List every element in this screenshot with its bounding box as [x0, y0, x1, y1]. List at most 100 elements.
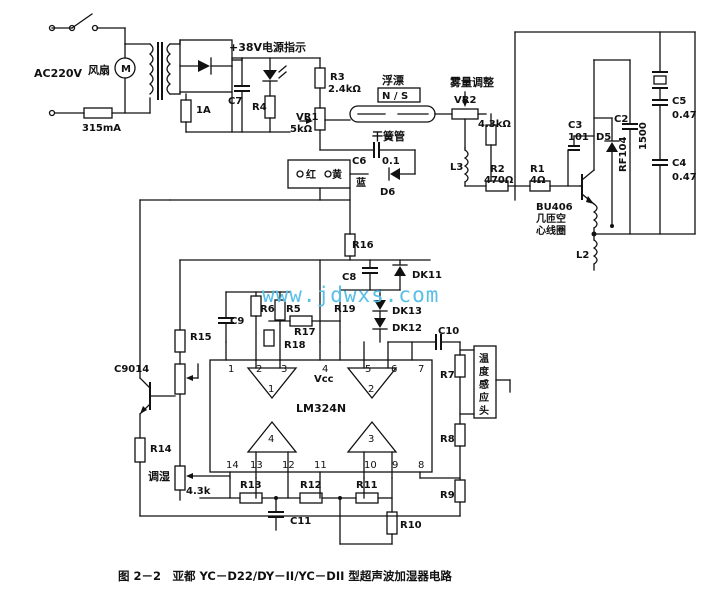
resistor-r14: [134, 437, 146, 463]
humidity-pot-value: 4.3k: [186, 486, 211, 497]
r1-value: 4Ω: [530, 175, 546, 186]
r17-label: R17: [294, 327, 316, 338]
resistor-r18: [263, 329, 275, 347]
r13-label: R13: [240, 480, 262, 491]
inductor-l3: [463, 149, 469, 183]
potentiometer-vr1: [299, 107, 351, 151]
magnet-ns-label: N / S: [382, 91, 408, 102]
humidity-adjust-label: 调湿: [148, 469, 170, 483]
sensor-label-3: 感: [479, 378, 489, 391]
opamp-2-label: 2: [368, 384, 374, 395]
capacitor-c6: [319, 142, 416, 158]
dk13-label: DK13: [392, 306, 422, 317]
pin-5-label: 5: [365, 364, 371, 375]
resistor-r3: [314, 57, 326, 109]
dk12-label: DK12: [392, 323, 422, 334]
float-label: 浮漂: [382, 73, 404, 87]
vr1-value: 5kΩ: [290, 124, 313, 135]
v38-label: +38V: [229, 41, 263, 54]
air-core-coil: [592, 203, 598, 229]
fuse-315ma: [83, 107, 113, 119]
c8-label: C8: [342, 272, 356, 283]
reed-switch: [349, 87, 453, 123]
tricolor-led-box: [169, 149, 416, 235]
power-led: [262, 57, 287, 133]
r16-label: R16: [352, 240, 374, 251]
resistor-r9: [454, 479, 466, 503]
resistor-r13: [239, 492, 263, 504]
mist-adjust-label: 雾量调整: [449, 75, 494, 89]
motor-label: M: [121, 64, 131, 75]
pin-6-label: 6: [391, 364, 397, 375]
led-blue-label: 蓝: [356, 176, 366, 189]
resistor-r10: [386, 511, 398, 535]
pin-12-label: 12: [282, 460, 295, 471]
lm324n-chip: [209, 259, 461, 499]
resistor-r12: [299, 492, 323, 504]
c9014-label: C9014: [114, 364, 149, 375]
r14-label: R14: [150, 444, 172, 455]
resistor-r17: [289, 315, 313, 327]
c2-value: 1500: [638, 122, 649, 150]
r3-value: 2.4kΩ: [328, 84, 361, 95]
pin-4-label: 4: [322, 364, 328, 375]
power-indicator-label: 电源指示: [262, 40, 306, 54]
c4-value: 0.47: [672, 172, 697, 183]
led-red-label: 红: [306, 168, 316, 181]
pin-1-label: 1: [228, 364, 234, 375]
r6-label: R6: [260, 304, 275, 315]
reed-label: 干簧管: [372, 129, 405, 143]
fuse-1a: [180, 99, 192, 123]
resistor-r7: [454, 354, 466, 378]
r19-label: R19: [334, 304, 356, 315]
control-section: [179, 233, 511, 517]
fuse-1a-label: 1A: [196, 105, 211, 116]
d5-label: D5: [596, 132, 611, 143]
sensor-label-4: 应: [479, 391, 489, 404]
r10-label: R10: [400, 520, 422, 531]
l3-label: L3: [450, 162, 463, 173]
dk11-label: DK11: [412, 270, 442, 281]
opamp-4-label: 4: [268, 434, 274, 445]
c6-value: 0.1: [382, 156, 400, 167]
r2-label: R2: [490, 164, 505, 175]
pin-8-label: 8: [418, 460, 424, 471]
bu406-label: BU406: [536, 202, 573, 213]
c5-value: 0.47: [672, 110, 697, 121]
figure-caption: 图 2－2 亚都 YC－D22/DY－II/YC－DII 型超声波加湿器电路: [118, 569, 452, 583]
r3-label: R3: [330, 72, 345, 83]
opamp-3-label: 3: [368, 434, 374, 445]
r8-label: R8: [440, 434, 455, 445]
c11-label: C11: [290, 516, 311, 527]
pin-9-label: 9: [392, 460, 398, 471]
d6-label: D6: [380, 187, 395, 198]
c6-label: C6: [352, 156, 366, 167]
lm324n-label: LM324N: [296, 402, 346, 415]
sensor-label-1: 温: [479, 352, 489, 365]
pin-11-label: 11: [314, 460, 327, 471]
r15-label: R15: [190, 332, 212, 343]
resistor-r11: [355, 492, 379, 504]
c4-label: C4: [672, 158, 686, 169]
coil-label-1: 几匝空: [536, 212, 566, 225]
d5-value: RF104: [618, 137, 629, 172]
inductor-l2: [592, 239, 598, 265]
resistor-r15: [174, 329, 186, 353]
r11-label: R11: [356, 480, 378, 491]
transformer-secondary: [166, 43, 172, 95]
watermark: www.jdwxs.com: [262, 283, 439, 307]
coil-label-2: 心线圈: [536, 224, 566, 237]
r2-value: 470Ω: [484, 175, 514, 186]
led-yellow-label: 黄: [332, 168, 342, 181]
c9-label: C9: [230, 316, 244, 327]
fan-label: 风扇: [88, 63, 110, 77]
temperature-sensor: [473, 345, 497, 419]
pin-13-label: 13: [250, 460, 263, 471]
pin-10-label: 10: [364, 460, 377, 471]
resistor-r8: [454, 423, 466, 447]
c5-label: C5: [672, 96, 686, 107]
r12-label: R12: [300, 480, 322, 491]
bridge-rectifier: [179, 39, 321, 133]
c3-value: 101: [568, 132, 589, 143]
